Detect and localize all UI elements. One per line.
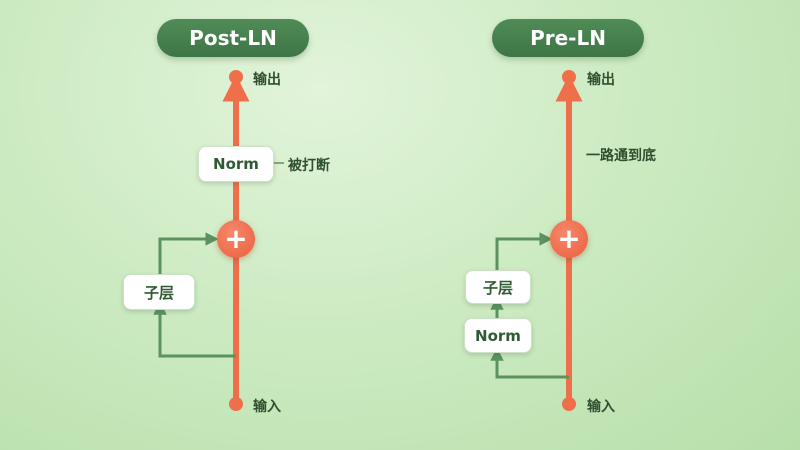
plus-icon: + xyxy=(224,222,248,255)
post-ln-sublayer-box: 子层 xyxy=(123,274,195,310)
post-ln-sublayer-to-add xyxy=(158,232,219,274)
post-ln-residual-branch xyxy=(153,301,236,358)
pre-ln-path-annotation: 一路通到底 xyxy=(586,148,656,164)
post-ln-title: Post-LN xyxy=(157,19,309,57)
pre-ln-sublayer-box: 子层 xyxy=(465,270,531,304)
post-ln-add-node: + xyxy=(217,220,255,258)
post-ln-input-label: 输入 xyxy=(253,399,281,415)
plus-icon: + xyxy=(557,222,581,255)
pre-ln-sublayer-label: 子层 xyxy=(482,278,513,297)
pre-ln-output-label: 输出 xyxy=(587,72,615,88)
post-ln-norm-annotation: 被打断 xyxy=(288,158,330,174)
post-ln-input-node xyxy=(229,397,243,411)
pre-ln-residual-branch xyxy=(490,347,569,379)
pre-ln-norm-box: Norm xyxy=(464,318,532,353)
pre-ln-sublayer-to-add xyxy=(495,232,553,270)
pre-ln-input-label: 输入 xyxy=(587,399,615,415)
post-ln-sublayer-label: 子层 xyxy=(143,283,174,302)
post-ln-output-label: 输出 xyxy=(253,72,281,88)
pre-ln-title: Pre-LN xyxy=(492,19,644,57)
pre-ln-add-node: + xyxy=(550,220,588,258)
pre-ln-norm-label: Norm xyxy=(475,326,521,345)
post-ln-norm-label: Norm xyxy=(213,155,259,173)
pre-ln-input-node xyxy=(562,397,576,411)
post-ln-norm-box: Norm xyxy=(198,146,274,182)
pre-ln-output-node xyxy=(562,70,576,84)
post-ln-output-node xyxy=(229,70,243,84)
